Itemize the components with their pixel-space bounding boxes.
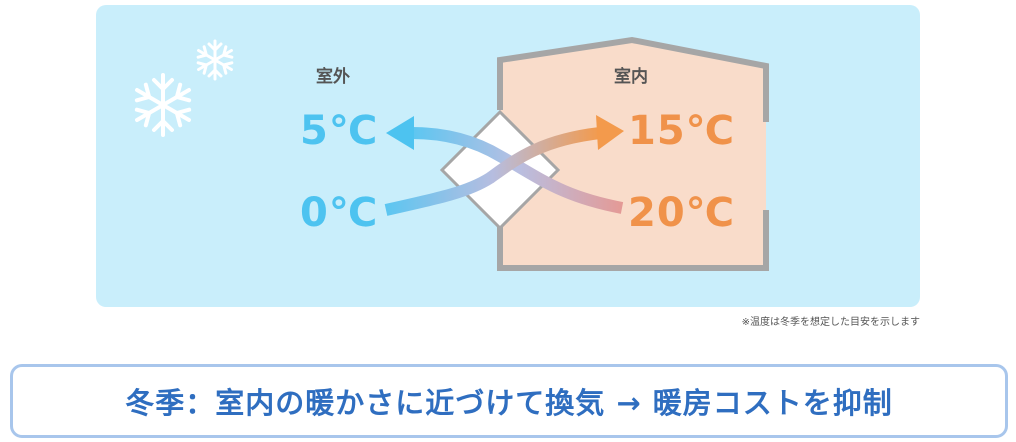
exhaust-flow-arrow [411,127,624,214]
summary-banner: 冬季：室内の暖かさに近づけて換気 → 暖房コストを抑制 [10,364,1008,438]
supply-arrowhead [596,115,624,150]
snowflake-icon-small [194,39,236,81]
exhaust-arrowhead [386,116,414,150]
snowflake-icon-large [130,73,196,137]
indoor-exhaust-temp: 20℃ [628,190,736,236]
summary-banner-text: 冬季：室内の暖かさに近づけて換気 → 暖房コストを抑制 [125,386,893,420]
outdoor-intake-temp: 0℃ [300,190,379,236]
supply-flow-arrow [384,127,601,216]
indoor-supply-temp: 15℃ [628,108,736,154]
house-outline [497,36,769,271]
outdoor-exhaust-temp: 5℃ [300,108,379,154]
indoor-label: 室内 [614,67,648,87]
temperature-note: ※温度は冬季を想定した目安を示します [741,317,920,328]
outdoor-label: 室外 [316,67,350,87]
